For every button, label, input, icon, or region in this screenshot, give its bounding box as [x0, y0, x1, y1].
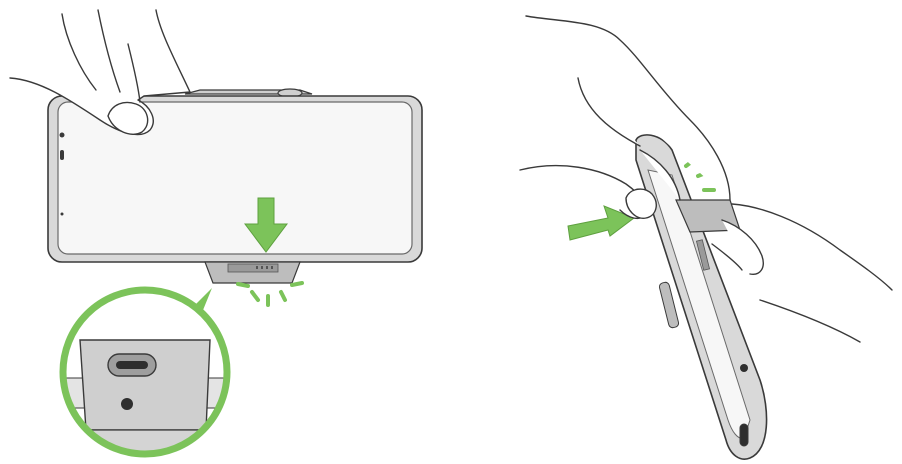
- down-arrow-icon: [244, 197, 288, 253]
- right-arrow-icon: [567, 205, 636, 241]
- click-burst-icon: [236, 281, 304, 307]
- phone-icon: [47, 88, 423, 263]
- hand-icon: [9, 9, 191, 136]
- hand-icon: [711, 203, 893, 343]
- right-panel: [519, 15, 893, 460]
- hand-icon: [519, 15, 731, 220]
- phone-icon: [635, 134, 768, 460]
- dock-icon: [204, 261, 301, 284]
- usb-c-port-icon: [107, 353, 157, 377]
- magnifier-circle-icon: [59, 286, 231, 458]
- left-panel: [9, 9, 423, 458]
